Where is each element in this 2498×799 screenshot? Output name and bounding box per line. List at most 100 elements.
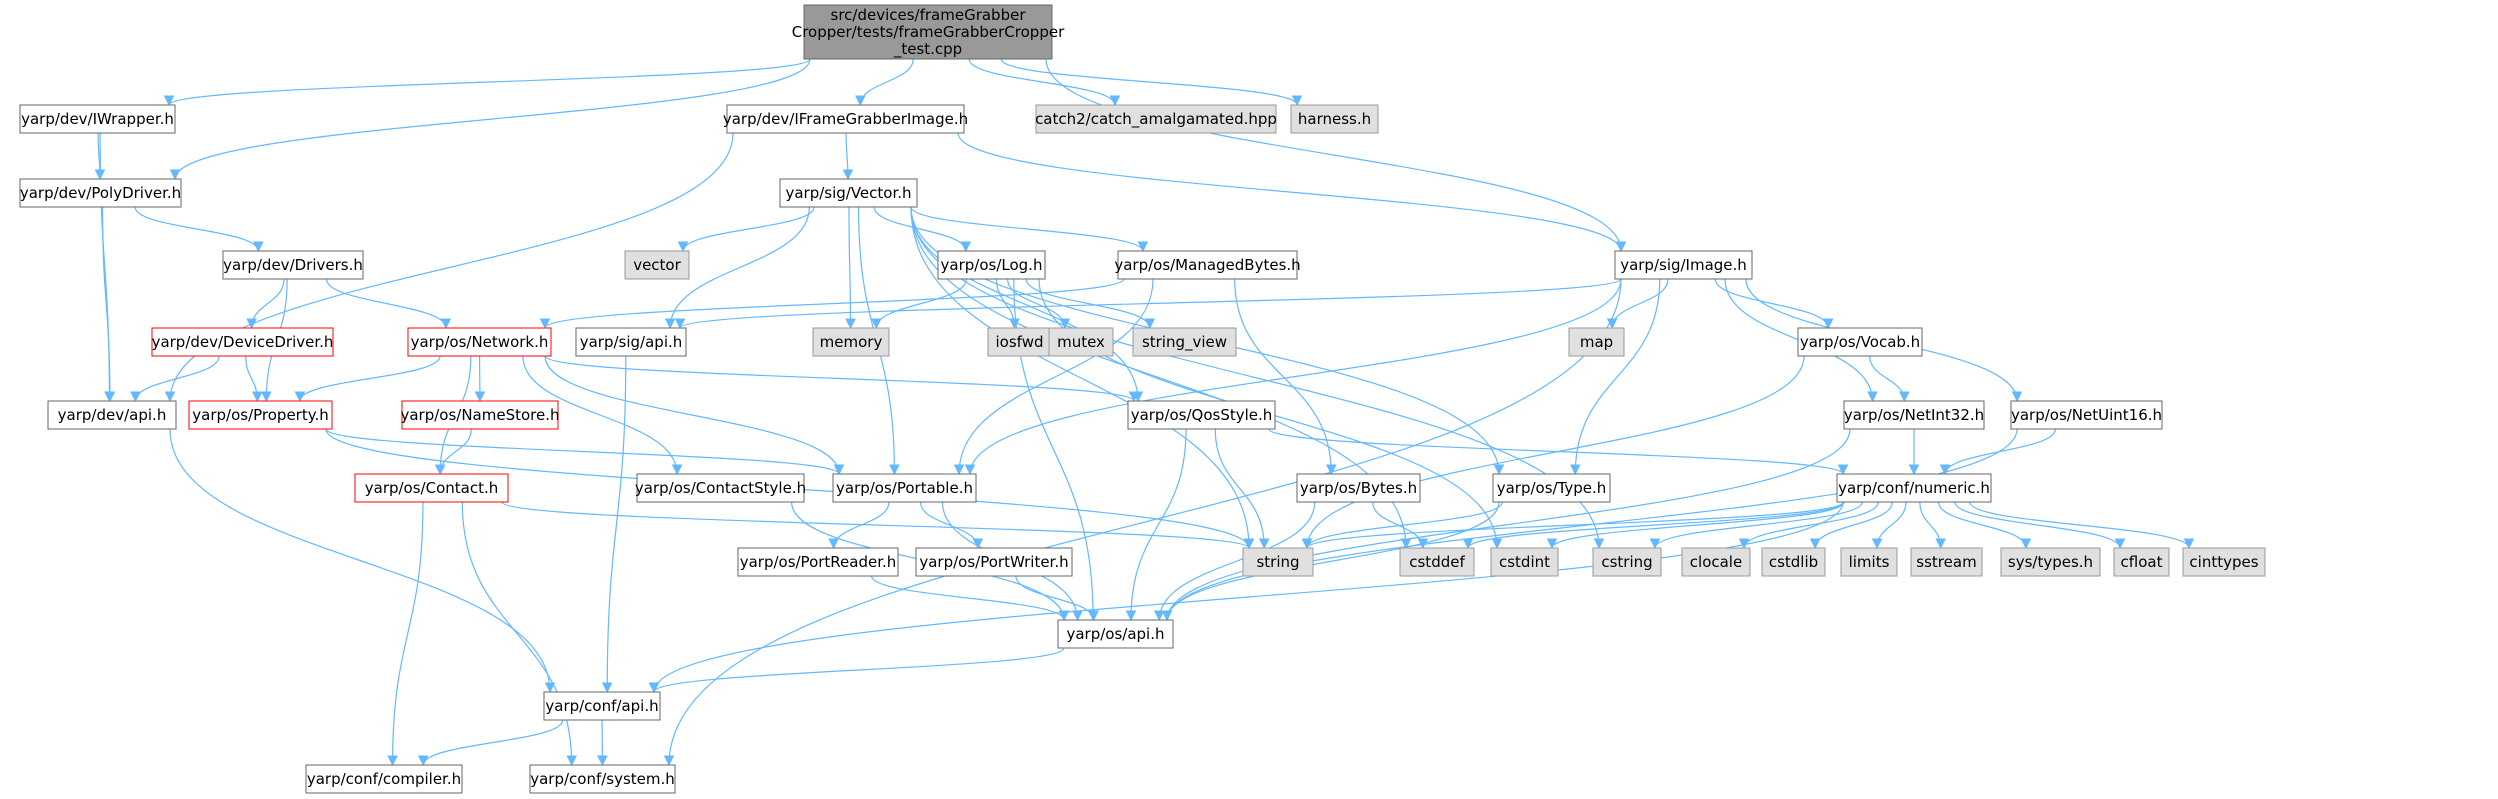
node-label: cstring: [1601, 553, 1652, 571]
node-yarp-dev-api-h[interactable]: yarp/dev/api.h: [47, 400, 177, 430]
node-map[interactable]: map: [1568, 327, 1625, 357]
edge-network-to-portable: [544, 355, 845, 476]
node-label: yarp/dev/api.h: [58, 406, 167, 424]
edge-root-to-harness: [1000, 58, 1303, 107]
node-box: [1057, 619, 1174, 649]
node-yarp-os-vocab-h[interactable]: yarp/os/Vocab.h: [1797, 327, 1923, 357]
node-label: sys/types.h: [2008, 553, 2093, 571]
node-cstring[interactable]: cstring: [1592, 547, 1662, 577]
node-label: yarp/sig/Vector.h: [785, 184, 911, 202]
node-string[interactable]: string: [1242, 547, 1314, 577]
edge-ostype-to-osapi: [1161, 501, 1500, 622]
node-label: yarp/os/Network.h: [411, 333, 549, 351]
node-yarp-dev-iwrapper-h[interactable]: yarp/dev/IWrapper.h: [19, 104, 176, 134]
node-yarp-os-contact-h[interactable]: yarp/os/Contact.h: [354, 473, 509, 503]
node-string-view[interactable]: string_view: [1132, 327, 1237, 357]
node-box: [1797, 327, 1923, 357]
node-label: cstdint: [1499, 553, 1550, 571]
edge-iframegrabberimage-to-sigvector: [842, 132, 854, 181]
node-yarp-os-qosstyle-h[interactable]: yarp/os/QosStyle.h: [1127, 400, 1276, 430]
node-mutex[interactable]: mutex: [1048, 327, 1114, 357]
edge-managedbytes-to-osbytes: [1234, 278, 1337, 476]
node-yarp-sig-api-h[interactable]: yarp/sig/api.h: [575, 327, 687, 357]
edge-root-to-catch2: [968, 58, 1121, 107]
node-sstream[interactable]: sstream: [1910, 547, 1983, 577]
node-src-devices-framegrabbercropper-tests-framegrabbercropper-test-cpp[interactable]: src/devices/frameGrabberCropper/tests/fr…: [792, 4, 1065, 60]
edge-numeric-to-string: [1301, 501, 1844, 550]
node-yarp-os-bytes-h[interactable]: yarp/os/Bytes.h: [1296, 473, 1421, 503]
node-yarp-sig-vector-h[interactable]: yarp/sig/Vector.h: [779, 178, 918, 208]
node-vector[interactable]: vector: [624, 250, 690, 280]
node-yarp-os-portreader-h[interactable]: yarp/os/PortReader.h: [737, 547, 899, 577]
node-label: yarp/os/Vocab.h: [1800, 333, 1920, 351]
node-yarp-os-log-h[interactable]: yarp/os/Log.h: [937, 250, 1046, 280]
node-yarp-os-managedbytes-h[interactable]: yarp/os/ManagedBytes.h: [1114, 250, 1301, 280]
node-box: [543, 691, 661, 721]
edge-numeric-to-sstream: [1919, 501, 1947, 550]
node-label: iosfwd: [996, 333, 1044, 351]
node-yarp-conf-api-h[interactable]: yarp/conf/api.h: [543, 691, 661, 721]
node-box: [407, 327, 552, 357]
node-harness-h[interactable]: harness.h: [1290, 104, 1379, 134]
node-iosfwd[interactable]: iosfwd: [987, 327, 1052, 357]
node-catch2-catch-amalgamated-hpp[interactable]: catch2/catch_amalgamated.hpp: [1035, 104, 1277, 134]
node-label: vector: [633, 256, 681, 274]
node-label: yarp/os/api.h: [1066, 625, 1164, 643]
node-label: yarp/os/Property.h: [192, 406, 328, 424]
node-yarp-os-type-h[interactable]: yarp/os/Type.h: [1492, 473, 1611, 503]
edge-contact-to-compiler: [387, 501, 424, 767]
edge-oslog-to-memory: [870, 278, 967, 330]
node-box: [1117, 250, 1298, 280]
edge-contact-to-string: [501, 501, 1255, 550]
node-yarp-os-netuint16-h[interactable]: yarp/os/NetUint16.h: [2010, 400, 2163, 430]
node-memory[interactable]: memory: [812, 327, 890, 357]
node-cstdint[interactable]: cstdint: [1490, 547, 1559, 577]
node-yarp-conf-system-h[interactable]: yarp/conf/system.h: [529, 764, 676, 794]
node-box: [2000, 547, 2101, 577]
edge-numeric-to-cstddef: [1462, 501, 1844, 550]
node-yarp-dev-devicedriver-h[interactable]: yarp/dev/DeviceDriver.h: [151, 327, 334, 357]
node-label: yarp/os/Bytes.h: [1300, 479, 1417, 497]
node-box: [1132, 327, 1237, 357]
node-yarp-os-portwriter-h[interactable]: yarp/os/PortWriter.h: [915, 547, 1073, 577]
node-box: [575, 327, 687, 357]
node-label: yarp/conf/api.h: [545, 697, 658, 715]
edge-sigimage-to-sigapi: [674, 278, 1622, 330]
node-yarp-conf-numeric-h[interactable]: yarp/conf/numeric.h: [1836, 473, 1992, 503]
node-box: [151, 327, 334, 357]
node-label: yarp/os/NameStore.h: [400, 406, 559, 424]
node-yarp-os-network-h[interactable]: yarp/os/Network.h: [407, 327, 552, 357]
edge-iframegrabberimage-to-sigimage: [957, 132, 1627, 253]
node-cinttypes[interactable]: cinttypes: [2182, 547, 2266, 577]
node-label: yarp/dev/IFrameGrabberImage.h: [723, 110, 968, 128]
node-yarp-os-contactstyle-h[interactable]: yarp/os/ContactStyle.h: [635, 473, 806, 503]
node-box: [19, 178, 182, 208]
node-label: yarp/os/Log.h: [941, 256, 1043, 274]
edge-polydriver-to-drivers: [134, 206, 264, 253]
node-yarp-os-api-h[interactable]: yarp/os/api.h: [1057, 619, 1174, 649]
edge-netint32-to-osapi: [1161, 428, 1851, 622]
node-clocale[interactable]: clocale: [1681, 547, 1751, 577]
node-yarp-os-namestore-h[interactable]: yarp/os/NameStore.h: [400, 400, 560, 430]
node-yarp-dev-iframegrabberimage-h[interactable]: yarp/dev/IFrameGrabberImage.h: [723, 104, 968, 134]
node-label: yarp/os/PortWriter.h: [919, 553, 1068, 571]
node-yarp-os-property-h[interactable]: yarp/os/Property.h: [188, 400, 333, 430]
node-yarp-conf-compiler-h[interactable]: yarp/conf/compiler.h: [305, 764, 463, 794]
node-box: [812, 327, 890, 357]
node-cfloat[interactable]: cfloat: [2113, 547, 2170, 577]
edge-portwriter-to-osapi: [1015, 575, 1099, 622]
node-cstddef[interactable]: cstddef: [1399, 547, 1475, 577]
edge-sigvector-to-string: [910, 206, 1255, 550]
edge-drivers-to-devicedriver: [246, 278, 285, 330]
node-yarp-os-netint32-h[interactable]: yarp/os/NetInt32.h: [1843, 400, 1985, 430]
node-cstdlib[interactable]: cstdlib: [1761, 547, 1826, 577]
node-yarp-sig-image-h[interactable]: yarp/sig/Image.h: [1614, 250, 1753, 280]
node-limits[interactable]: limits: [1840, 547, 1898, 577]
node-yarp-dev-drivers-h[interactable]: yarp/dev/Drivers.h: [222, 250, 364, 280]
node-sys-types-h[interactable]: sys/types.h: [2000, 547, 2101, 577]
edge-confapi-to-compiler: [417, 719, 564, 767]
node-yarp-os-portable-h[interactable]: yarp/os/Portable.h: [832, 473, 977, 503]
edge-iwrapper-to-polydriver: [94, 132, 106, 181]
node-box: [1296, 473, 1421, 503]
node-yarp-dev-polydriver-h[interactable]: yarp/dev/PolyDriver.h: [19, 178, 182, 208]
